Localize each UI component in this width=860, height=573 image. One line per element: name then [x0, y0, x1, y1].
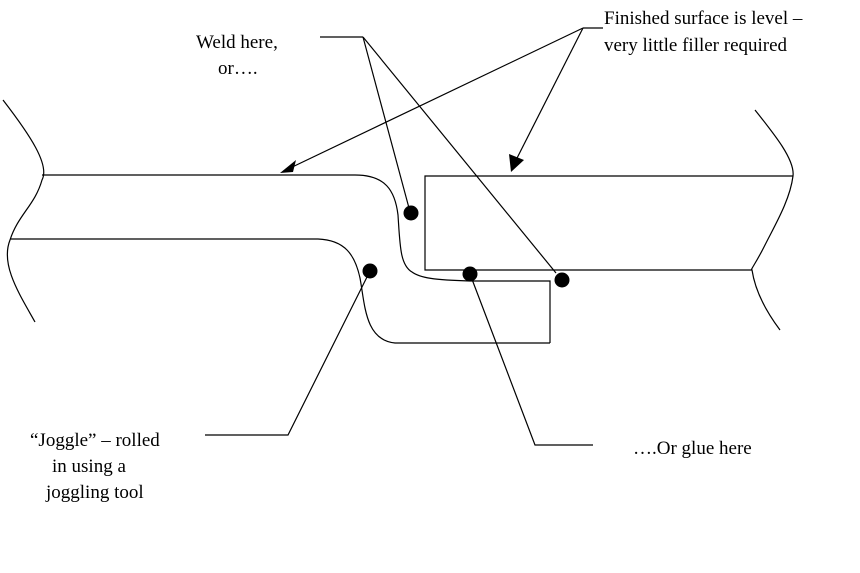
weld-dot-right [554, 272, 570, 288]
weld-dot-upper [403, 205, 419, 221]
glue-leader [469, 273, 593, 446]
weld-leader-b [362, 36, 557, 274]
weld-label-line1: Weld here, [196, 32, 278, 53]
left-panel-top-edge [42, 174, 551, 343]
glue-dot [462, 266, 478, 282]
glue-label: ….Or glue here [633, 438, 752, 459]
joggle-label-line3: joggling tool [46, 482, 144, 503]
weld-leader-a [362, 36, 410, 209]
finished-surface-label-line1: Finished surface is level – [604, 8, 803, 29]
weld-label-line2: or…. [218, 58, 258, 79]
finished-surface-leader-left [285, 27, 584, 171]
finished-surface-label-line2: very little filler required [604, 35, 788, 56]
joggle-leader [205, 270, 371, 436]
arrowhead-right [509, 154, 524, 172]
joggle-dot [362, 263, 378, 279]
joggle-label-line2: in using a [52, 456, 126, 477]
right-panel-outline [424, 175, 793, 271]
left-panel-break-edge [2, 99, 45, 323]
joggle-label-line1: “Joggle” – rolled [30, 430, 160, 451]
arrowhead-left [280, 160, 296, 173]
left-panel-bottom-edge [10, 238, 550, 344]
finished-surface-leader-right [512, 27, 584, 167]
right-panel-break-edge [750, 109, 794, 331]
